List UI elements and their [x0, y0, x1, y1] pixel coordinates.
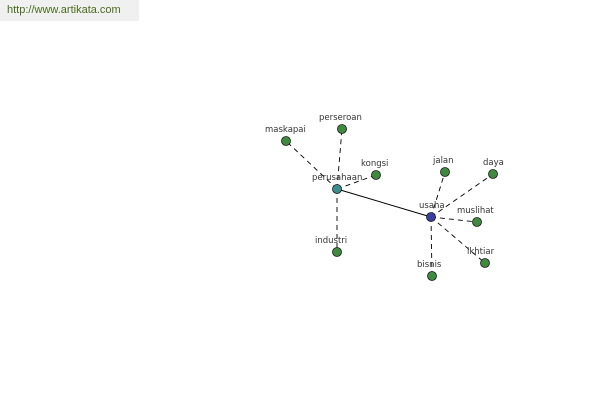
source-url-bar: http://www.artikata.com: [0, 0, 139, 21]
node-label-kongsi[interactable]: kongsi: [361, 159, 388, 169]
node-label-perusahaan[interactable]: perusahaan: [312, 173, 362, 183]
node-perseroan[interactable]: [337, 124, 347, 134]
source-url[interactable]: http://www.artikata.com: [7, 4, 121, 16]
edge-perusahaan-kongsi: [336, 174, 377, 190]
node-perusahaan[interactable]: [332, 184, 342, 194]
node-label-ikhtiar[interactable]: ikhtiar: [467, 247, 495, 257]
node-usaha[interactable]: [426, 212, 436, 222]
node-maskapai[interactable]: [281, 136, 291, 146]
edge-usaha-ikhtiar: [430, 216, 486, 264]
node-label-bisnis[interactable]: bisnis: [417, 260, 442, 270]
edge-usaha-perusahaan: [336, 188, 432, 218]
edges-layer: [285, 128, 494, 277]
node-ikhtiar[interactable]: [480, 258, 490, 268]
node-industri[interactable]: [332, 247, 342, 257]
nodes-layer: [281, 124, 498, 281]
edge-usaha-muslihat: [430, 216, 478, 223]
node-label-maskapai[interactable]: maskapai: [265, 125, 306, 135]
node-label-daya[interactable]: daya: [483, 158, 504, 168]
labels-layer: usaha perusahaan maskapai perseroan kongsi in…: [265, 113, 504, 270]
node-muslihat[interactable]: [472, 217, 482, 227]
node-label-jalan[interactable]: jalan: [432, 156, 454, 166]
edge-perusahaan-maskapai: [285, 140, 338, 190]
edge-perusahaan-perseroan: [336, 128, 343, 190]
edge-usaha-bisnis: [430, 216, 433, 277]
node-kongsi[interactable]: [371, 170, 381, 180]
node-label-perseroan[interactable]: perseroan: [319, 113, 362, 123]
node-daya[interactable]: [488, 169, 498, 179]
edge-usaha-jalan: [430, 171, 446, 218]
node-jalan[interactable]: [440, 167, 450, 177]
node-label-usaha[interactable]: usaha: [419, 201, 445, 211]
node-bisnis[interactable]: [427, 271, 437, 281]
node-label-industri[interactable]: industri: [315, 236, 347, 246]
node-label-muslihat[interactable]: muslihat: [457, 206, 494, 216]
edge-usaha-daya: [430, 173, 494, 218]
